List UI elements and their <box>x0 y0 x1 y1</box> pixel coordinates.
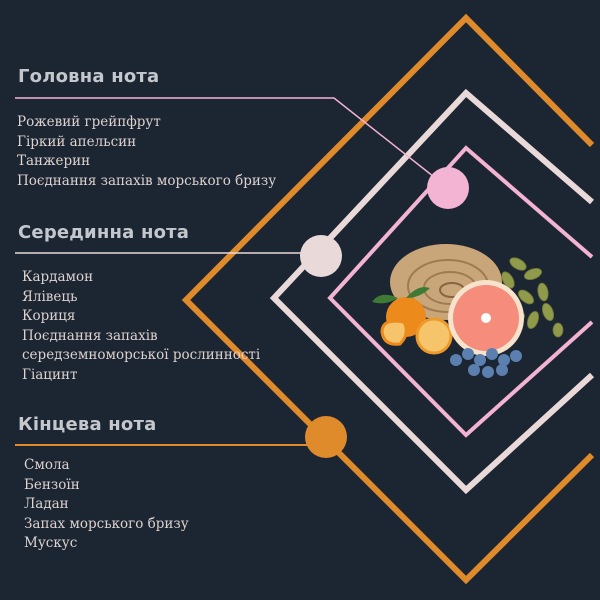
list-item: Смола <box>24 457 70 473</box>
list-item: Танжерин <box>17 153 91 169</box>
list-item: Поєднання запахів <box>22 327 158 344</box>
top-note-heading: Головна нота <box>18 66 160 87</box>
list-item: Мускус <box>24 535 78 551</box>
list-item: Поєднання запахів морського бризу <box>17 172 277 189</box>
list-item: Гіацинт <box>22 366 78 383</box>
middle-note-heading: Серединна нота <box>18 222 190 243</box>
list-item: Гіркий апельсин <box>17 133 137 150</box>
base-note-node <box>305 416 347 458</box>
grapefruit-icon <box>448 280 524 356</box>
top-note-diamond <box>327 145 594 438</box>
base-note-heading: Кінцева нота <box>18 414 157 435</box>
base-note-list: Смола Бензоїн Ладан Запах морського бриз… <box>24 456 189 554</box>
top-note-connector <box>15 97 449 189</box>
list-item: Рожевий грейпфрут <box>17 114 161 130</box>
list-item: середземноморської рослинності <box>22 347 261 363</box>
list-item: Ялівець <box>22 288 78 305</box>
ingredients-illustration <box>372 244 564 378</box>
list-item: Кардамон <box>22 269 94 285</box>
middle-note-diamond <box>269 88 595 495</box>
list-item: Кориця <box>22 308 76 324</box>
list-item: Бензоїн <box>24 476 80 493</box>
middle-note-list: Кардамон Ялівець Кориця Поєднання запахі… <box>22 268 260 385</box>
top-note-node <box>427 167 469 209</box>
base-note-diamond <box>181 13 595 585</box>
orange-icon <box>372 287 453 355</box>
top-note-list: Рожевий грейпфрут Гіркий апельсин Танжер… <box>17 113 276 191</box>
middle-note-node <box>300 235 342 277</box>
list-item: Запах морського бризу <box>24 515 189 532</box>
juniper-berries-icon <box>450 348 522 378</box>
list-item: Ладан <box>24 496 69 512</box>
